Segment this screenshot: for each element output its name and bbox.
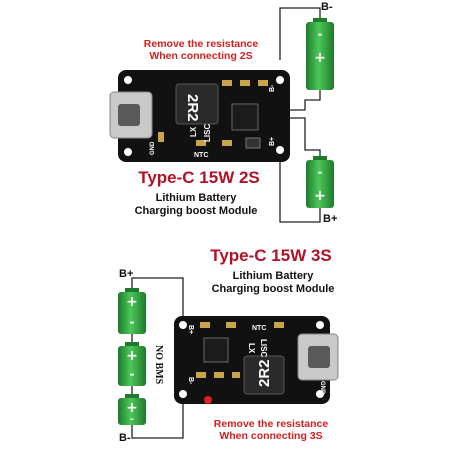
bottom-silk-ntc: NTC [252,325,266,332]
top-title: Type-C 15W 2S [138,168,260,187]
top-silk-gnd: GND [150,141,156,155]
top-silk-lx: LX [189,126,198,137]
bottom-b2-plus: + [126,348,138,364]
top-battery-2 [306,156,334,208]
bottom-desc-line1: Lithium Battery [232,270,314,282]
top-note-line2: When connecting 2S [149,50,253,63]
bottom-b3-plus: + [126,400,138,416]
top-desc-line2: Charging boost Module [134,204,258,217]
top-note: Remove the resistance When connecting 2S [116,38,286,62]
top-silk-bplus: B+ [269,137,276,146]
no-bms-label: NO BMS [153,345,164,385]
bottom-battery-2 [118,342,146,386]
top-inductor-mark: 2R2 [184,94,201,122]
top-note-line1: Remove the resistance [143,38,259,50]
top-battery-1 [306,18,334,90]
bottom-silk-bplus: B+ [187,325,194,334]
top-b2-plus: + [314,188,326,204]
bottom-description: Lithium Battery Charging boost Module [190,270,356,295]
bottom-b2-minus: - [130,367,135,381]
bottom-silk-lisc: LISC [259,339,268,357]
bottom-note-line1: Remove the resistance [213,418,329,430]
bottom-title: Type-C 15W 3S [210,246,332,265]
bottom-inductor-mark: 2R2 [256,359,273,387]
bottom-desc-line2: Charging boost Module [211,282,335,295]
top-silk-ntc: NTC [194,152,208,159]
bottom-note-line2: When connecting 3S [219,430,323,443]
top-terminal-bplus: B+ [323,213,338,225]
bottom-battery-1 [118,288,146,334]
bottom-silk-lx: LX [247,343,256,354]
bottom-silk-bminus: B- [187,377,194,385]
bottom-b1-minus: - [130,315,135,329]
top-desc-line1: Lithium Battery [155,192,237,204]
top-wiring [279,7,321,223]
bottom-pcb [174,316,339,404]
top-terminal-bminus: B- [321,1,333,13]
bottom-b3-minus: - [130,414,134,425]
bottom-note: Remove the resistance When connecting 3S [186,418,356,442]
bottom-battery-3 [118,394,146,425]
bottom-terminal-bplus: B+ [119,268,134,280]
bottom-b1-plus: + [126,294,138,310]
top-silk-lisc: LISC [203,124,212,142]
bottom-silk-gnd: GND [319,381,325,395]
bottom-terminal-bminus: B- [119,432,131,444]
top-pcb [109,70,290,162]
top-b1-plus: + [314,50,326,66]
top-silk-bminus: B- [269,84,276,92]
top-description: Lithium Battery Charging boost Module [116,192,276,217]
top-b2-minus: - [318,165,323,179]
top-b1-minus: - [318,27,323,41]
resistor-marker [204,396,212,404]
